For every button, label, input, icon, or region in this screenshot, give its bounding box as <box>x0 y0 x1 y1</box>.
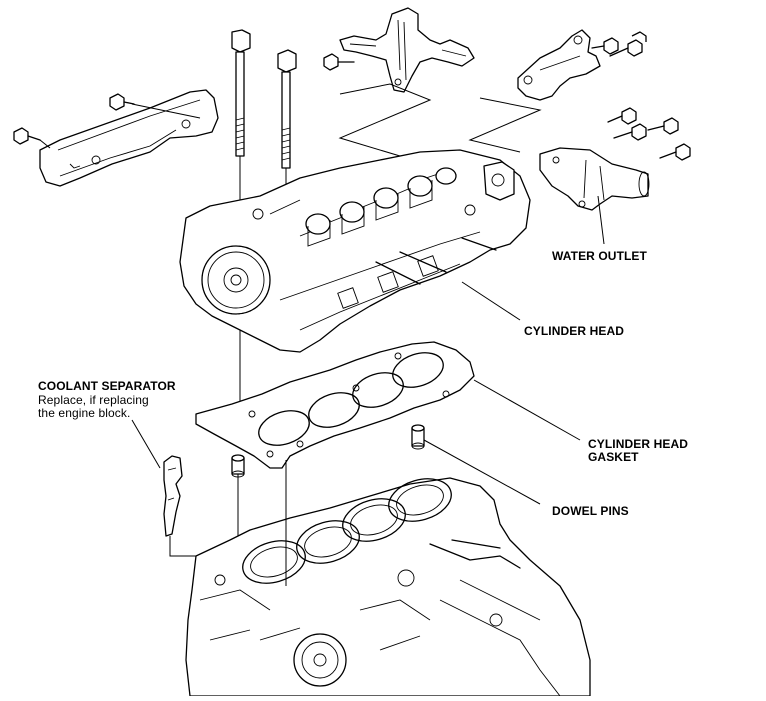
water-outlet-bolts <box>607 107 691 161</box>
dowel-pin-2 <box>411 424 425 450</box>
upper-cover <box>39 89 219 187</box>
engine-block-part <box>185 477 591 697</box>
bracket-bolt <box>323 53 355 71</box>
dowel-pin-1 <box>231 454 245 478</box>
water-outlet-part <box>539 147 650 211</box>
engine-bracket <box>517 29 601 101</box>
upper-bracket <box>339 7 475 93</box>
head-gasket-label-line1: CYLINDER HEAD <box>588 437 688 451</box>
coolant-separator-note-line2: the engine block. <box>38 406 131 420</box>
cover-bolt-2 <box>13 127 41 145</box>
dowel-pins-label: DOWEL PINS <box>552 504 629 518</box>
cylinder-head-part <box>179 149 531 353</box>
coolant-separator-label: COOLANT SEPARATOR <box>38 379 176 393</box>
cylinder-head-label: CYLINDER HEAD <box>524 324 624 338</box>
bracket-bolts <box>591 31 647 57</box>
coolant-separator-part <box>163 455 183 537</box>
head-gasket-label-line2: GASKET <box>588 450 639 464</box>
coolant-separator-note-line1: Replace, if replacing <box>38 393 149 407</box>
head-bolt-2 <box>277 49 297 169</box>
cover-bolt-1 <box>109 93 135 111</box>
head-bolt-1 <box>231 29 251 157</box>
water-outlet-label: WATER OUTLET <box>552 249 647 263</box>
head-gasket-part <box>195 341 475 469</box>
